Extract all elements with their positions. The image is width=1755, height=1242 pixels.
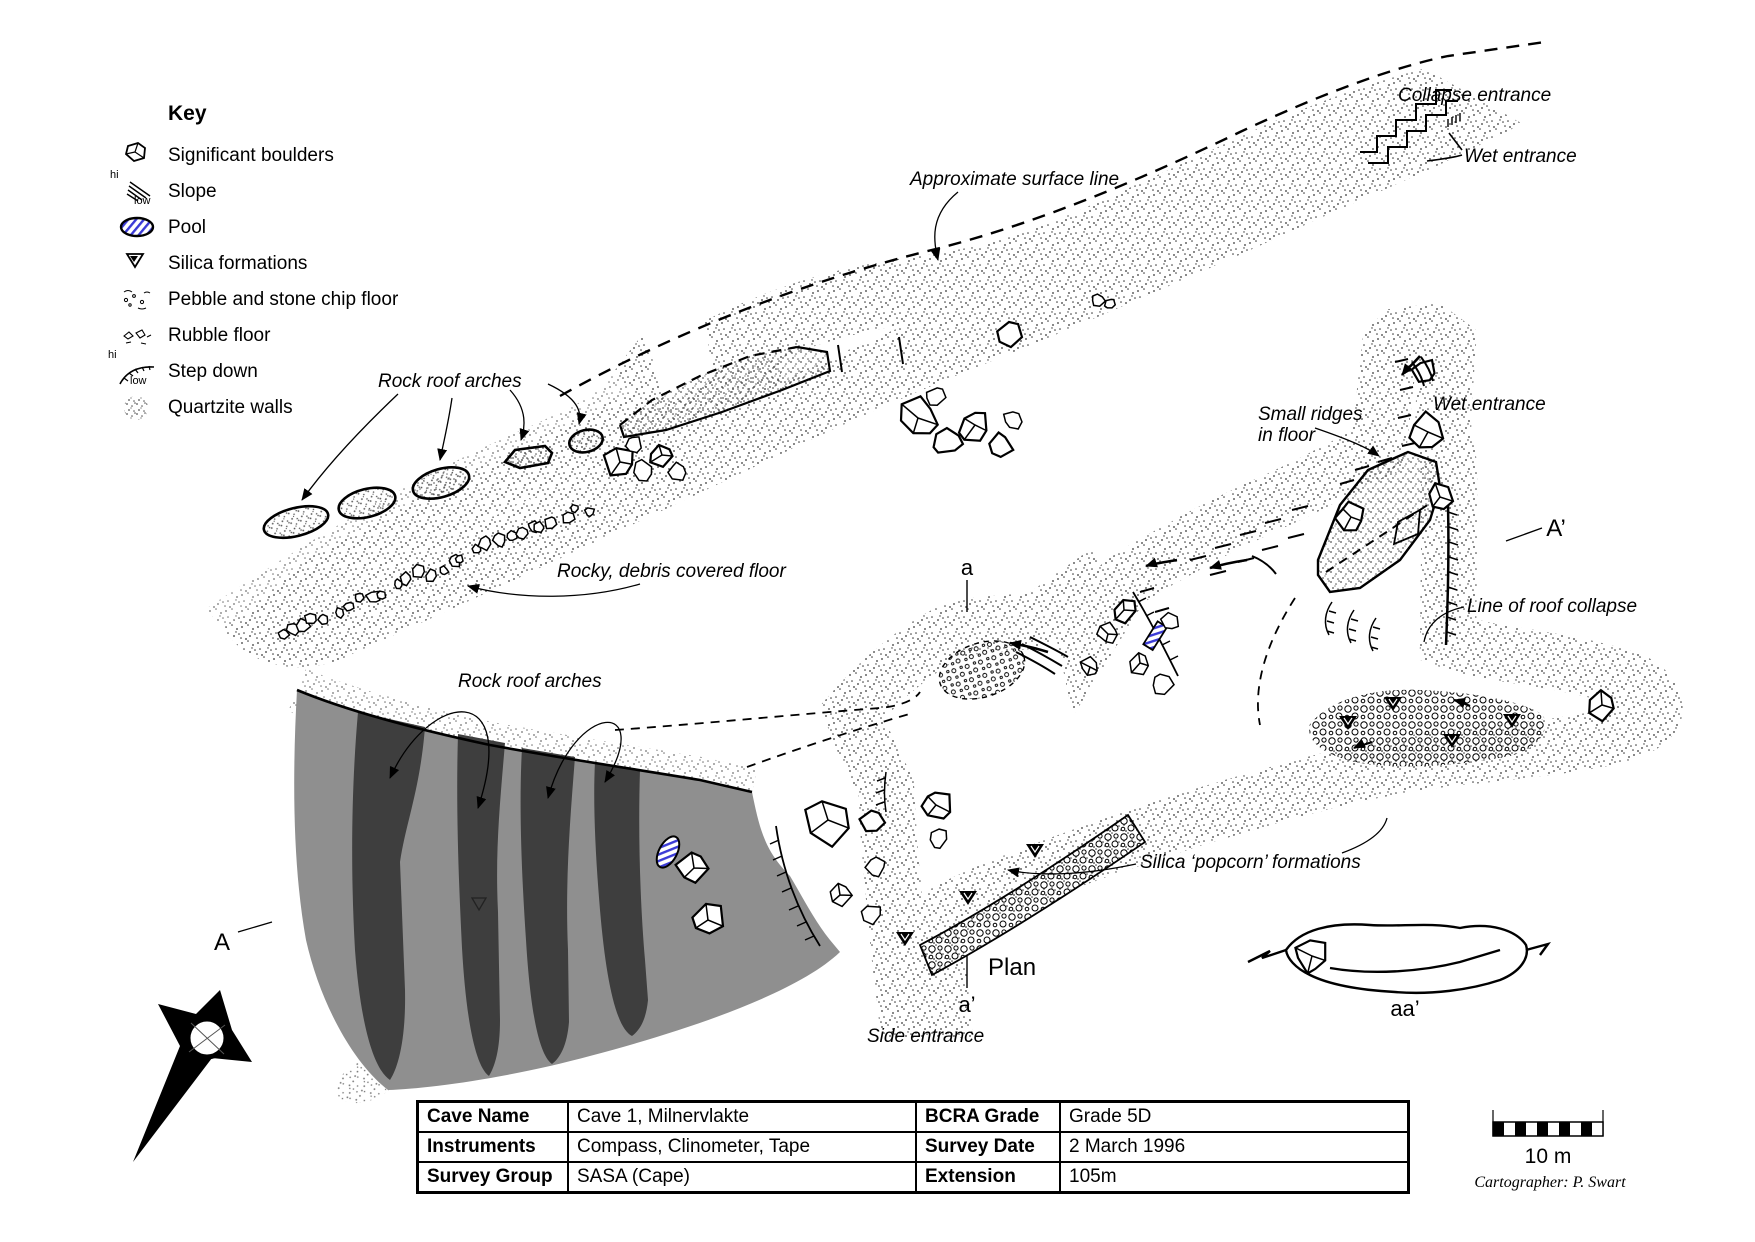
legend-item-pebble-floor: Pebble and stone chip floor: [110, 282, 410, 318]
label-section-a-prime: a’: [958, 992, 975, 1017]
survey-info-table: Cave Name Cave 1, Milnervlakte BCRA Grad…: [416, 1100, 1410, 1194]
legend: Key Significant boulders hi low Slope Po…: [108, 102, 410, 426]
popcorn-strip: [918, 813, 1147, 977]
legend-item-label: Step down: [168, 361, 258, 382]
label-section-a: a: [961, 555, 974, 580]
floor-deposits: [918, 640, 1546, 977]
roof-island: [620, 347, 830, 437]
legend-item-label: Pool: [168, 217, 207, 238]
popcorn-patch: [1309, 689, 1546, 767]
rock-roof-arch-openings: [262, 428, 605, 540]
boulder-icon: [110, 138, 168, 174]
label-line-of-roof-collapse: Line of roof collapse: [1467, 596, 1637, 617]
legend-title: Key: [168, 102, 207, 125]
pebble-floor-icon: [110, 282, 168, 318]
bcra-grade-label: BCRA Grade: [915, 1100, 1061, 1133]
slope-low-label: low: [134, 195, 151, 207]
survey-group-label: Survey Group: [416, 1161, 569, 1194]
instruments-label: Instruments: [416, 1131, 569, 1163]
step-down-hi-label: hi: [108, 349, 117, 361]
label-rock-roof-arches-upper: Rock roof arches: [378, 371, 522, 392]
label-section-A-prime: A’: [1546, 515, 1566, 542]
legend-item-label: Silica formations: [168, 253, 308, 274]
cave-name-value: Cave 1, Milnervlakte: [567, 1100, 917, 1133]
slope-arrows: [1009, 355, 1471, 749]
rubble-floor-icon: [110, 318, 168, 354]
extension-label: Extension: [915, 1161, 1061, 1194]
label-approximate-surface-line: Approximate surface line: [909, 169, 1119, 190]
legend-item-label: Significant boulders: [168, 145, 334, 166]
survey-date-value: 2 March 1996: [1059, 1131, 1410, 1163]
label-rocky-debris-floor: Rocky, debris covered floor: [557, 561, 786, 582]
dashed-roof-lines: [614, 597, 1296, 768]
silica-icon: [110, 246, 168, 282]
table-row: Cave Name Cave 1, Milnervlakte BCRA Grad…: [416, 1100, 1410, 1133]
label-rock-roof-arches-lower: Rock roof arches: [458, 671, 602, 692]
quartzite-icon: [110, 390, 168, 426]
legend-item-quartzite-walls: Quartzite walls: [110, 390, 410, 426]
silica-formation-markers: [896, 697, 1521, 946]
legend-item-slope: hi low Slope: [110, 170, 410, 210]
cross-section-aa: [1247, 923, 1551, 995]
step-down-low-label: low: [130, 375, 147, 387]
legend-item-silica-formations: Silica formations: [110, 246, 410, 282]
legend-item-label: Quartzite walls: [168, 397, 293, 418]
survey-date-label: Survey Date: [915, 1131, 1061, 1163]
label-side-entrance: Side entrance: [867, 1026, 984, 1047]
legend-item-label: Rubble floor: [168, 325, 271, 346]
rocky-debris-chain: [277, 503, 596, 640]
label-wet-entrance-top: Wet entrance: [1464, 146, 1577, 167]
label-collapse-entrance: Collapse entrance: [1398, 85, 1551, 106]
pool-icon: [110, 210, 168, 246]
label-small-ridges-1: Small ridges: [1258, 404, 1363, 425]
label-leaders: [237, 191, 1543, 933]
collapse-entrance-steps: [1360, 89, 1461, 164]
pool: [1142, 620, 1169, 652]
small-triangle-mark: [470, 897, 488, 912]
bcra-grade-value: Grade 5D: [1059, 1100, 1410, 1133]
cartographer-credit: Cartographer: P. Swart: [1474, 1174, 1626, 1191]
legend-item-pool: Pool: [110, 210, 410, 246]
scale-bar-label: 10 m: [1525, 1145, 1572, 1168]
step-down-icon: hi low: [108, 350, 168, 390]
table-row: Instruments Compass, Clinometer, Tape Su…: [416, 1131, 1410, 1163]
label-section-aa-prime: aa’: [1390, 996, 1419, 1021]
label-small-ridges-2: in floor: [1258, 425, 1316, 446]
instruments-value: Compass, Clinometer, Tape: [567, 1131, 917, 1163]
legend-item-step-down: hi low Step down: [108, 350, 410, 390]
wet-entrance-top-pointer: [1426, 132, 1463, 162]
legend-item-label: Slope: [168, 181, 217, 202]
cave-name-label: Cave Name: [416, 1100, 569, 1133]
pool: [655, 835, 681, 869]
label-silica-popcorn: Silica ‘popcorn’ formations: [1140, 852, 1361, 873]
slope-hi-label: hi: [110, 169, 119, 181]
label-section-A: A: [214, 929, 230, 956]
approximate-surface-line: [559, 40, 1546, 398]
label-wet-entrance-right: Wet entrance: [1433, 394, 1546, 415]
extension-value: 105m: [1059, 1161, 1410, 1194]
boulder-clusters: [602, 293, 1615, 976]
step-down-hatching: [769, 504, 1459, 947]
survey-group-value: SASA (Cape): [567, 1161, 917, 1194]
north-arrow-icon: [133, 990, 252, 1162]
legend-item-rubble-floor: Rubble floor: [110, 318, 410, 354]
map-label-layer: Approximate surface line Collapse entran…: [214, 85, 1637, 1191]
legend-item-significant-boulders: Significant boulders: [110, 138, 410, 174]
label-plan: Plan: [988, 954, 1036, 981]
upper-passage: [255, 104, 1452, 634]
slope-icon: hi low: [110, 170, 168, 210]
table-row: Survey Group SASA (Cape) Extension 105m: [416, 1161, 1410, 1194]
scale-bar: [1492, 1110, 1604, 1137]
legend-item-label: Pebble and stone chip floor: [168, 289, 399, 310]
